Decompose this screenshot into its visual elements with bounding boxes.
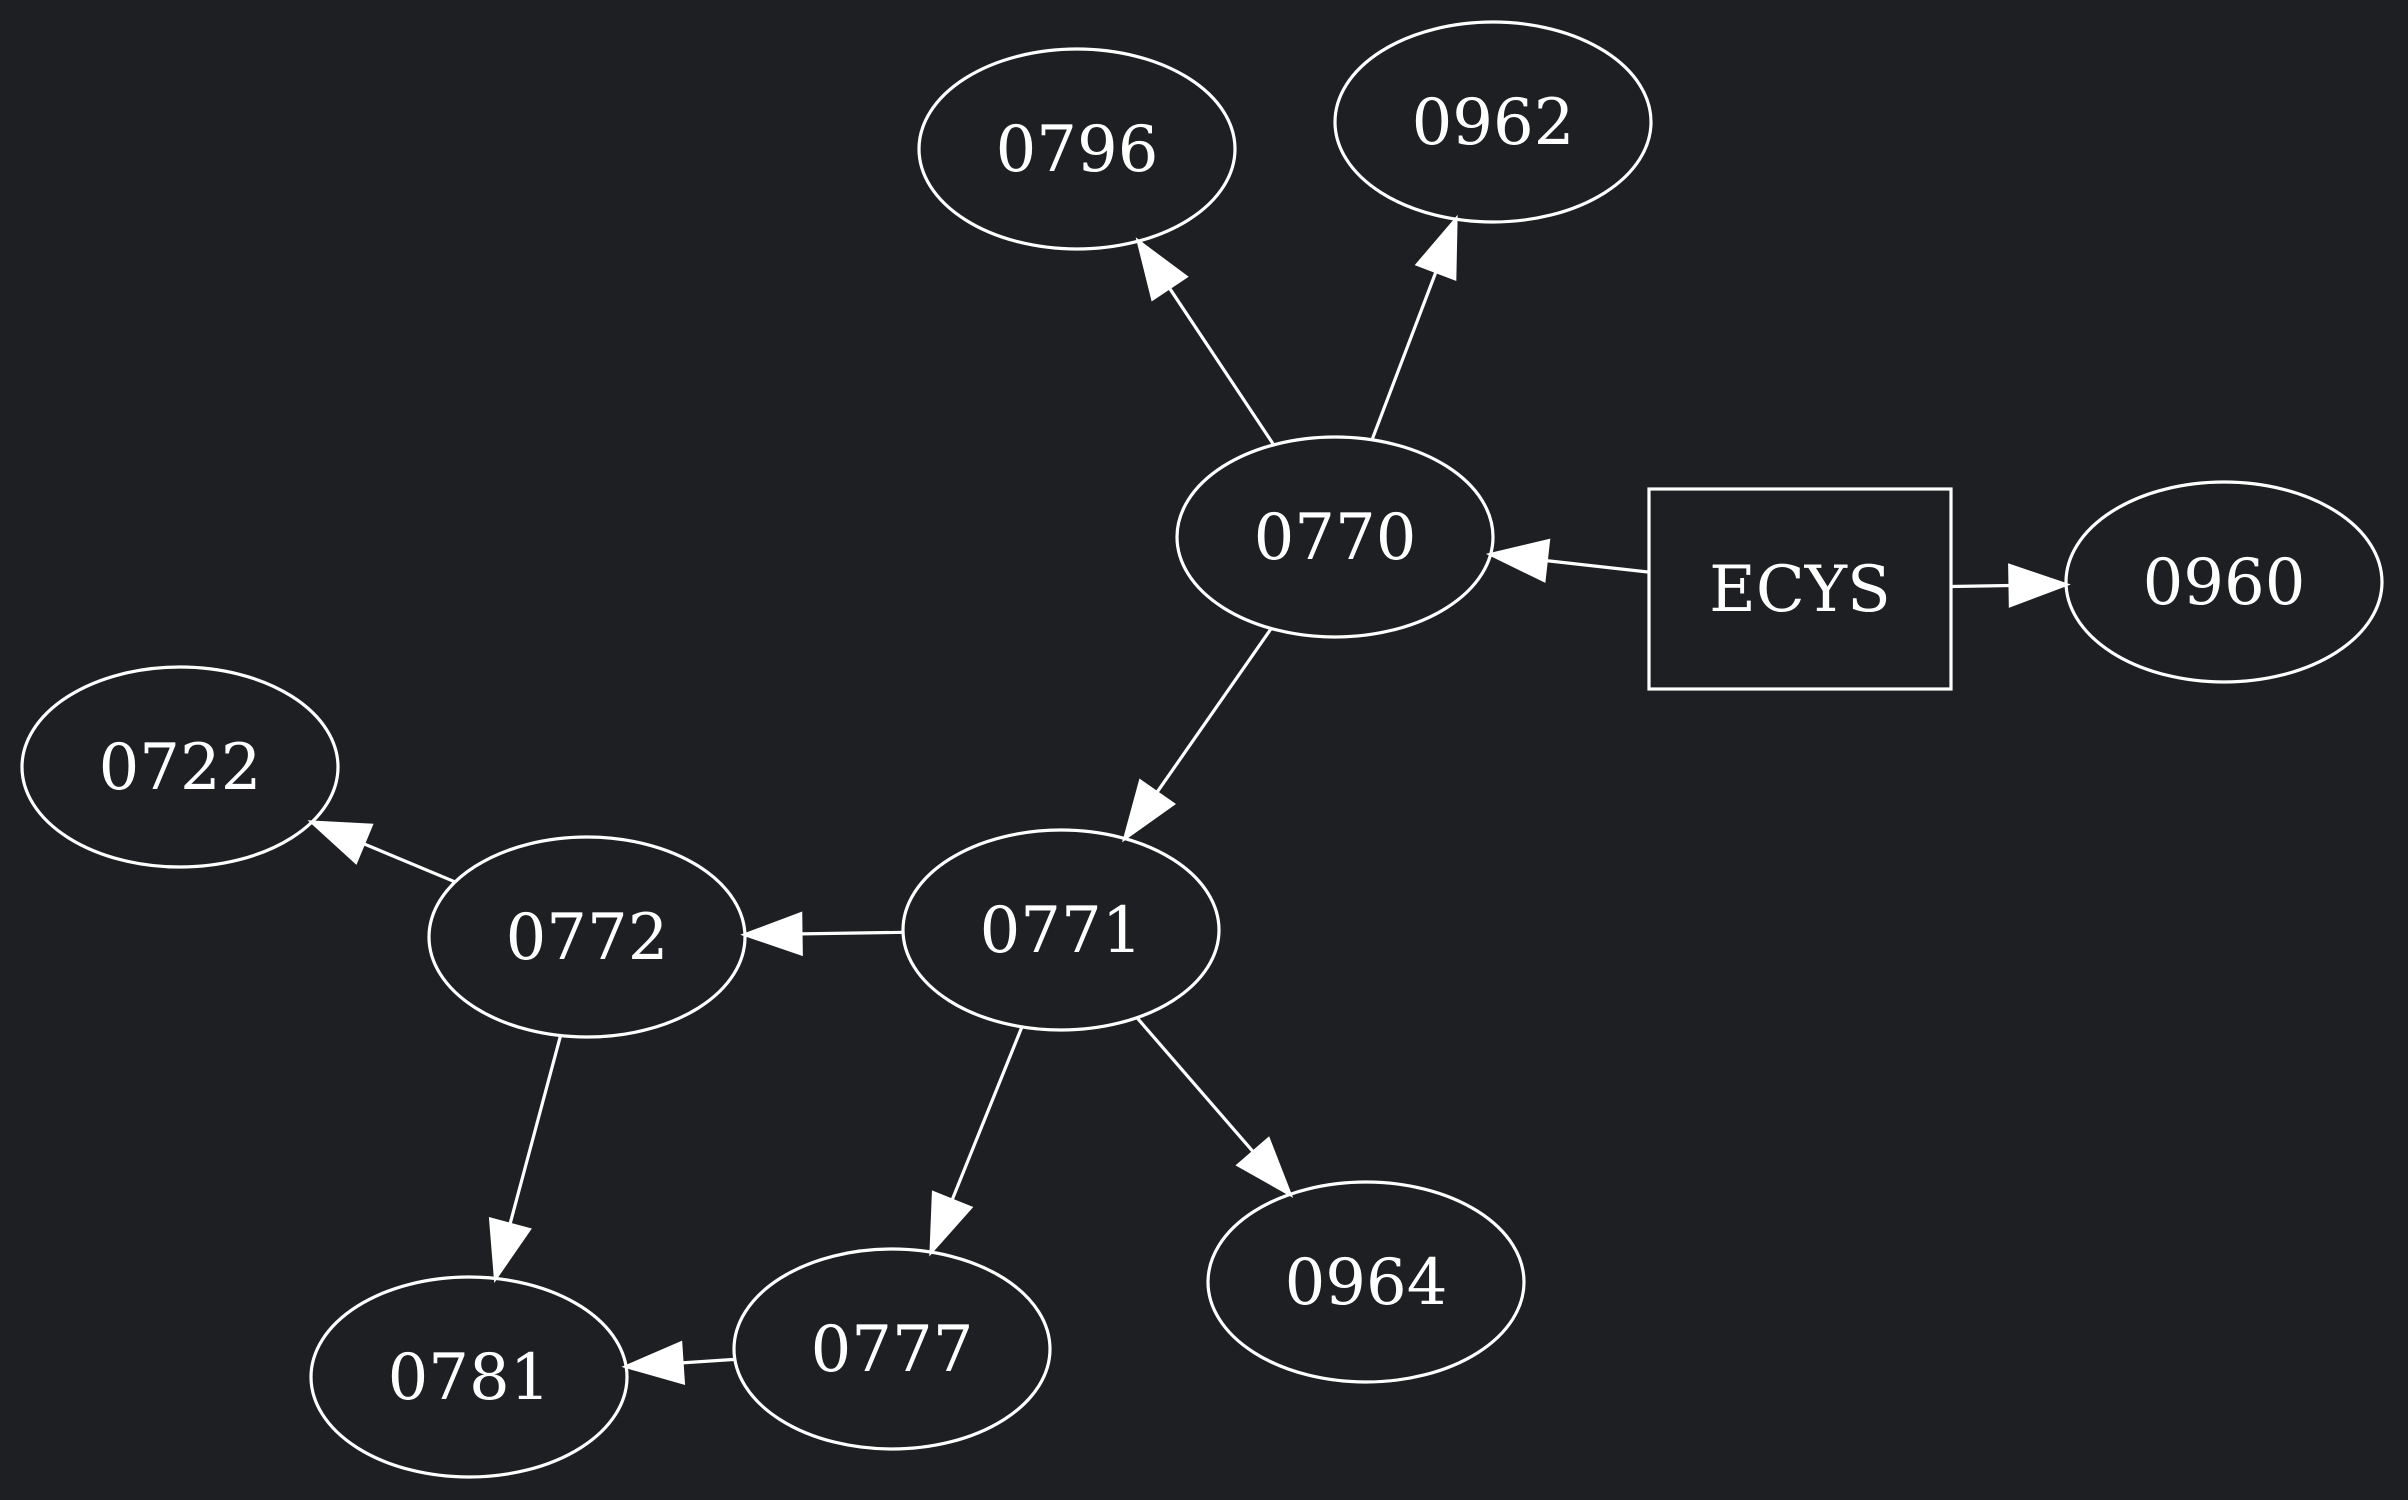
edge-line: [800, 930, 904, 936]
edge-0772-to-0781: [488, 1035, 563, 1284]
arrowhead-icon: [2008, 563, 2071, 608]
arrowhead-icon: [488, 1217, 532, 1284]
node-ellipse: [732, 1247, 1052, 1451]
node-0962[interactable]: 0962: [1333, 20, 1653, 224]
edge-line: [1950, 583, 2011, 589]
edge-line: [1135, 1016, 1255, 1154]
node-ellipse: [1175, 435, 1495, 639]
node-label: 0964: [1285, 1246, 1448, 1320]
node-ecys[interactable]: ECYS: [1647, 487, 1953, 691]
edge-0771-to-0772: [740, 911, 904, 957]
node-label: 0777: [811, 1313, 974, 1387]
node-label: 0722: [99, 731, 262, 805]
edge-line: [1167, 286, 1276, 446]
node-0777[interactable]: 0777: [732, 1247, 1052, 1451]
node-label: 0962: [1412, 86, 1575, 160]
node-0772[interactable]: 0772: [427, 835, 747, 1039]
edge-line: [1546, 559, 1650, 574]
edge-line: [508, 1035, 563, 1225]
node-ellipse: [1206, 1180, 1526, 1384]
node-0770[interactable]: 0770: [1175, 435, 1495, 639]
node-label: 0960: [2143, 546, 2306, 620]
arrowhead-icon: [1235, 1136, 1294, 1198]
node-label: 0796: [996, 113, 1159, 187]
edge-0777-to-0781: [621, 1340, 735, 1386]
node-0781[interactable]: 0781: [309, 1275, 629, 1479]
node-label: 0771: [980, 894, 1143, 968]
edge-0772-to-0722: [307, 820, 456, 884]
edge-0770-to-0771: [1122, 627, 1273, 843]
node-label: 0781: [388, 1341, 551, 1415]
edges-layer: [307, 214, 2071, 1386]
edge-ecys-to-0960: [1950, 563, 2071, 608]
node-ellipse: [917, 47, 1237, 251]
edge-0771-to-0777: [929, 1026, 1024, 1257]
node-0960[interactable]: 0960: [2064, 480, 2384, 684]
edge-0770-to-0796: [1135, 237, 1276, 446]
edge-0771-to-0964: [1135, 1016, 1294, 1198]
edge-line: [950, 1026, 1024, 1201]
node-ellipse: [309, 1275, 629, 1479]
arrowhead-icon: [1135, 237, 1189, 302]
arrowhead-icon: [1485, 538, 1551, 583]
edge-line: [681, 1357, 735, 1365]
edge-line: [1370, 270, 1438, 441]
arrowhead-icon: [1122, 778, 1176, 843]
edge-line: [1155, 627, 1273, 794]
node-ellipse: [427, 835, 747, 1039]
node-label: ECYS: [1709, 553, 1891, 627]
node-ellipse: [20, 665, 340, 869]
node-0796[interactable]: 0796: [917, 47, 1237, 251]
arrowhead-icon: [621, 1340, 686, 1386]
arrowhead-icon: [1414, 214, 1458, 281]
node-box: [1647, 487, 1953, 691]
node-0964[interactable]: 0964: [1206, 1180, 1526, 1384]
edge-0770-to-0962: [1370, 214, 1458, 441]
arrowhead-icon: [929, 1190, 974, 1257]
arrowhead-icon: [740, 911, 803, 957]
node-label: 0772: [506, 901, 669, 975]
node-ellipse: [2064, 480, 2384, 684]
node-0771[interactable]: 0771: [901, 828, 1221, 1032]
arrowhead-icon: [307, 820, 374, 865]
edge-line: [362, 842, 456, 884]
node-label: 0770: [1254, 501, 1417, 575]
node-0722[interactable]: 0722: [20, 665, 340, 869]
node-ellipse: [1333, 20, 1653, 224]
edge-ecys-to-0770: [1485, 538, 1650, 583]
node-ellipse: [901, 828, 1221, 1032]
